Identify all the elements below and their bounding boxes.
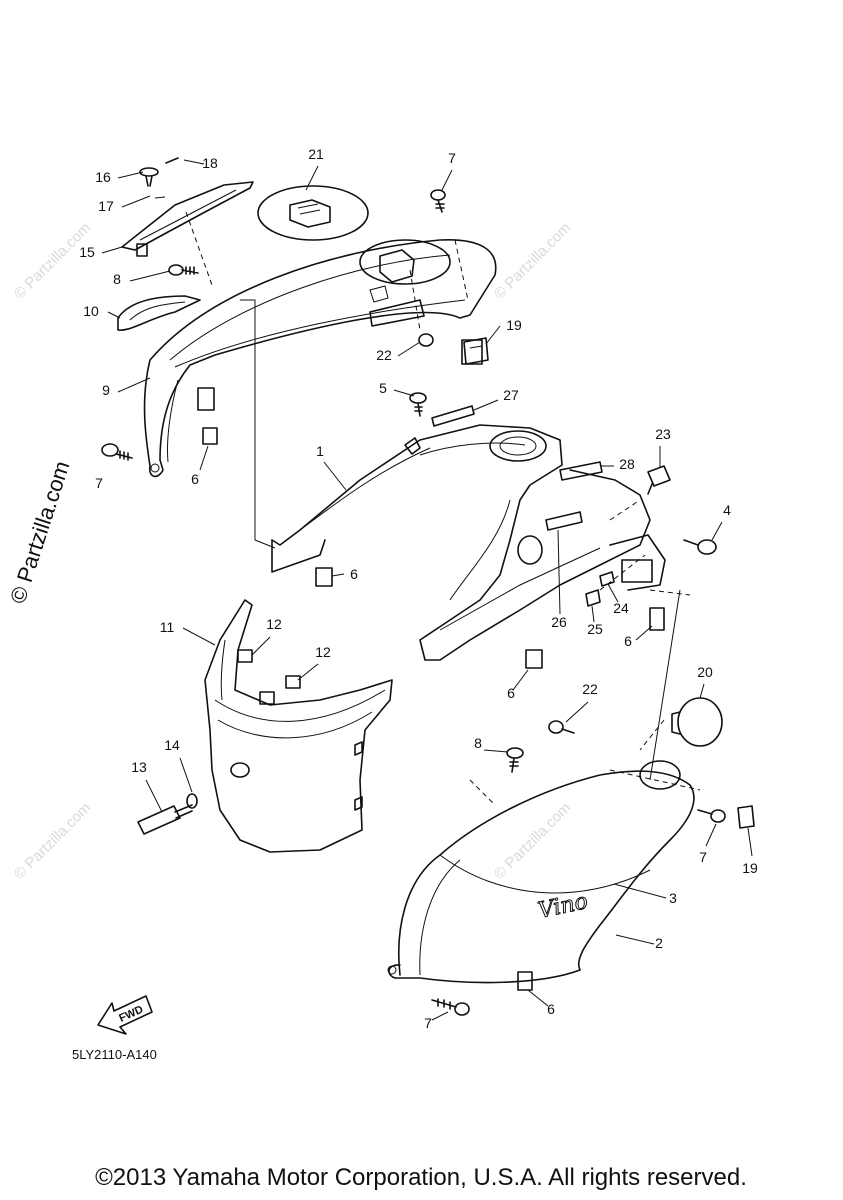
part-21-inset bbox=[257, 185, 451, 285]
part-2-side-cover bbox=[387, 760, 701, 984]
callout-c24: 24 bbox=[613, 600, 629, 616]
copyright-notice: ©2013 Yamaha Motor Corporation, U.S.A. A… bbox=[95, 1164, 747, 1191]
callout-c20: 20 bbox=[697, 664, 713, 680]
callout-c22a: 22 bbox=[376, 347, 392, 363]
stickers bbox=[431, 399, 614, 615]
watermark-1: © Partzilla.com bbox=[11, 219, 94, 302]
part-6-clips bbox=[315, 567, 665, 991]
part-3-emblem: Vino bbox=[536, 889, 591, 925]
part-20-cap bbox=[639, 697, 723, 751]
callout-c17: 17 bbox=[98, 198, 114, 214]
callout-c4: 4 bbox=[723, 502, 731, 518]
parts-24-25-nuts bbox=[585, 571, 615, 607]
callout-c10: 10 bbox=[83, 303, 99, 319]
callout-c18: 18 bbox=[202, 155, 218, 171]
diagram-code: 5LY2110-A140 bbox=[72, 1047, 157, 1062]
callout-c6a: 6 bbox=[191, 471, 199, 487]
callout-c7a: 7 bbox=[448, 150, 456, 166]
callout-c6c: 6 bbox=[624, 633, 632, 649]
callout-c1: 1 bbox=[316, 443, 324, 459]
part-10-emblem bbox=[107, 295, 201, 331]
callout-c6e: 6 bbox=[547, 1001, 555, 1017]
callout-c23: 23 bbox=[655, 426, 671, 442]
leader-lines bbox=[117, 165, 753, 1021]
part-1-inner-frame bbox=[271, 424, 691, 661]
part-19-clips bbox=[463, 337, 755, 829]
callout-c3: 3 bbox=[669, 890, 677, 906]
side-watermark: © Partzilla.com bbox=[5, 458, 75, 607]
callout-c6d: 6 bbox=[507, 685, 515, 701]
callout-c25: 25 bbox=[587, 621, 603, 637]
callout-c21: 21 bbox=[308, 146, 324, 162]
callout-c8b: 8 bbox=[474, 735, 482, 751]
callout-c27: 27 bbox=[503, 387, 519, 403]
assembly-line bbox=[240, 299, 276, 549]
callout-c9: 9 bbox=[102, 382, 110, 398]
part-11-lower-panel bbox=[204, 599, 393, 853]
callout-c28: 28 bbox=[619, 456, 635, 472]
callout-c2: 2 bbox=[655, 935, 663, 951]
screws bbox=[101, 189, 726, 1016]
callout-c19a: 19 bbox=[506, 317, 522, 333]
watermark-3: © Partzilla.com bbox=[11, 799, 94, 882]
assembly-line-2 bbox=[649, 589, 681, 781]
callout-c19b: 19 bbox=[742, 860, 758, 876]
callout-c13: 13 bbox=[131, 759, 147, 775]
callout-c14: 14 bbox=[164, 737, 180, 753]
callout-c7b: 7 bbox=[95, 475, 103, 491]
callout-c8a: 8 bbox=[113, 271, 121, 287]
vino-logo: Vino bbox=[536, 889, 590, 924]
callout-c7d: 7 bbox=[424, 1015, 432, 1031]
part-9-front-panel bbox=[143, 239, 497, 478]
callout-c5: 5 bbox=[379, 380, 387, 396]
callout-c12a: 12 bbox=[266, 616, 282, 632]
callout-c26: 26 bbox=[551, 614, 567, 630]
watermark-2: © Partzilla.com bbox=[491, 219, 574, 302]
callout-c16: 16 bbox=[95, 169, 111, 185]
callout-c7c: 7 bbox=[699, 849, 707, 865]
callout-c15: 15 bbox=[79, 244, 95, 260]
callout-c12b: 12 bbox=[315, 644, 331, 660]
part-15-top-cover bbox=[101, 157, 254, 286]
callout-c6b: 6 bbox=[350, 566, 358, 582]
fwd-arrow: FWD bbox=[97, 995, 153, 1035]
callout-c22b: 22 bbox=[582, 681, 598, 697]
callout-c11: 11 bbox=[160, 619, 175, 635]
